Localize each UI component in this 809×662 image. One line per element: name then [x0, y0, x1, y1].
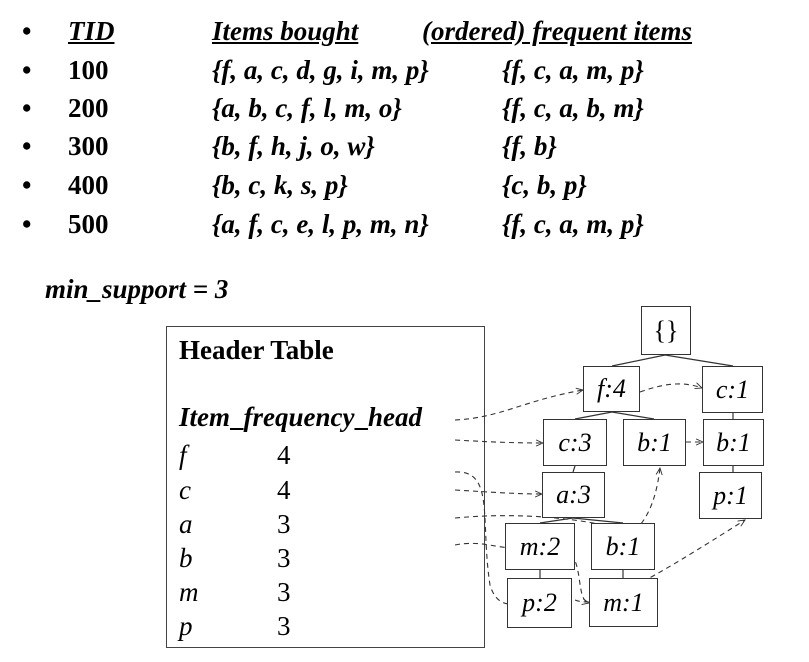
- frequency-cell: 4: [277, 440, 291, 470]
- column-header-frequent-items: (ordered) frequent items: [422, 16, 692, 46]
- tid-cell: 300: [68, 131, 109, 161]
- edge-f4-c3: [574, 411, 613, 420]
- items-cell: {b, c, k, s, p}: [212, 170, 348, 200]
- tree-node-a3: a:3: [542, 472, 605, 518]
- items-cell: {f, a, c, d, g, i, m, p}: [212, 55, 429, 85]
- frequent-items-cell: {f, c, a, m, p}: [502, 55, 644, 85]
- edge-c3-a3: [572, 465, 576, 473]
- frequency-cell: 3: [277, 577, 291, 607]
- edge-f4-b1: [611, 411, 655, 420]
- tree-node-c3: c:3: [543, 419, 607, 466]
- node-link-m2-m1: [564, 547, 589, 603]
- edge-a3-b1: [572, 517, 624, 524]
- tree-node-b1: b:1: [591, 523, 655, 570]
- tid-cell: 200: [68, 93, 109, 123]
- bullet: •: [22, 55, 32, 85]
- bullet: •: [22, 131, 32, 161]
- tree-node-p2: p:2: [507, 578, 572, 628]
- frequent-items-cell: {f, c, a, m, p}: [502, 209, 644, 239]
- column-header-items-bought: Items bought: [212, 16, 359, 46]
- items-cell: {a, f, c, e, l, p, m, n}: [212, 209, 429, 239]
- item-cell: f: [179, 440, 187, 470]
- column-item: Item: [179, 402, 230, 432]
- tid-cell: 100: [68, 55, 109, 85]
- frequency-cell: 3: [277, 509, 291, 539]
- bullet: •: [22, 16, 32, 46]
- items-cell: {a, b, c, f, l, m, o}: [212, 93, 402, 123]
- item-cell: b: [179, 543, 193, 573]
- frequency-cell: 3: [277, 611, 291, 641]
- tid-cell: 400: [68, 170, 109, 200]
- column-frequency: frequency: [243, 402, 355, 432]
- node-link-c3-c1: [639, 384, 702, 393]
- tree-node-m2: m:2: [505, 523, 575, 570]
- tree-node-f4: f:4: [583, 366, 640, 412]
- column-header-tid: TID: [68, 16, 115, 46]
- head-link-a: [454, 489, 542, 494]
- tree-node-c1: c:1: [702, 366, 763, 413]
- frequent-items-cell: {f, b}: [502, 131, 557, 161]
- bullet: •: [22, 209, 32, 239]
- tree-node-m1: m:1: [589, 578, 658, 627]
- head-link-c: [454, 439, 543, 443]
- node-link-p2-p1: [574, 520, 745, 603]
- frequency-cell: 4: [277, 475, 291, 505]
- frequency-cell: 3: [277, 543, 291, 573]
- item-cell: m: [179, 577, 199, 607]
- tree-node-root: {}: [641, 306, 691, 355]
- frequent-items-cell: {f, c, a, b, m}: [502, 93, 644, 123]
- tree-node-b1: b:1: [623, 419, 686, 466]
- edge-root-f4: [611, 354, 666, 367]
- min-support-label: min_support = 3: [45, 274, 229, 304]
- tree-node-b1: b:1: [703, 419, 764, 466]
- column-head: head: [367, 402, 422, 432]
- frequent-items-cell: {c, b, p}: [502, 170, 587, 200]
- head-link-f: [454, 390, 583, 421]
- items-cell: {b, f, h, j, o, w}: [212, 131, 375, 161]
- header-table: Header Table Item frequency head f 4 c 4…: [166, 326, 485, 648]
- head-link-p: [454, 471, 514, 604]
- tree-node-p1: p:1: [699, 472, 762, 519]
- item-cell: c: [179, 475, 191, 505]
- bullet: •: [22, 170, 32, 200]
- item-cell: a: [179, 509, 193, 539]
- edge-root-c1: [664, 354, 734, 367]
- header-table-columns: Item frequency head: [179, 402, 422, 433]
- tid-cell: 500: [68, 209, 109, 239]
- item-cell: p: [179, 611, 193, 641]
- header-table-title: Header Table: [179, 335, 334, 365]
- bullet: •: [22, 93, 32, 123]
